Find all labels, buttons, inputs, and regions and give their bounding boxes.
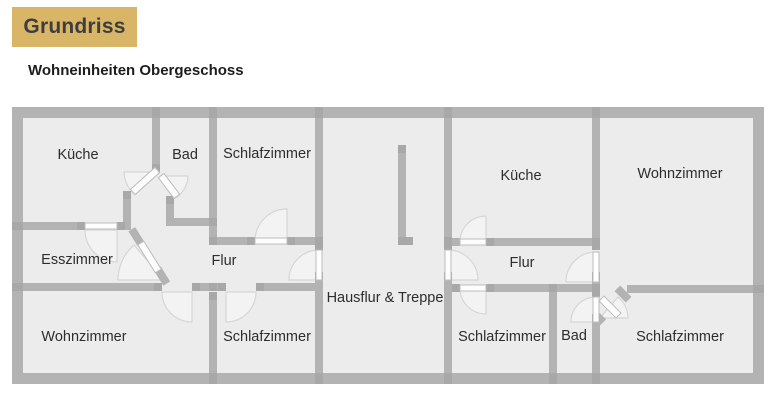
room-label-schlafzimmer-mid-right: Schlafzimmer	[458, 329, 546, 345]
room-label-schlafzimmer-bottom-left: Schlafzimmer	[223, 329, 311, 345]
page-title: Grundriss	[23, 15, 126, 38]
room-label-kueche-right: Küche	[500, 168, 542, 184]
room-label-bad-right: Bad	[561, 328, 587, 344]
room-label-esszimmer: Esszimmer	[41, 252, 113, 268]
room-label-schlafzimmer-bottom-right: Schlafzimmer	[636, 329, 724, 345]
room-label-wohnzimmer-left: Wohnzimmer	[41, 329, 127, 345]
room-label-flur-right: Flur	[509, 255, 535, 271]
room-label-schlafzimmer-top-left: Schlafzimmer	[223, 146, 311, 162]
room-label-wohnzimmer-right: Wohnzimmer	[637, 166, 723, 182]
room-label-kueche-left: Küche	[57, 147, 99, 163]
walls-layer	[12, 107, 764, 384]
room-label-hausflur-treppe: Hausflur & Treppe	[326, 290, 444, 306]
room-label-bad-left: Bad	[172, 147, 198, 163]
title-box: Grundriss	[12, 7, 137, 47]
room-label-flur-left: Flur	[211, 253, 237, 269]
doors-layer	[84, 166, 622, 323]
page-subtitle: Wohneinheiten Obergeschoss	[28, 62, 244, 79]
